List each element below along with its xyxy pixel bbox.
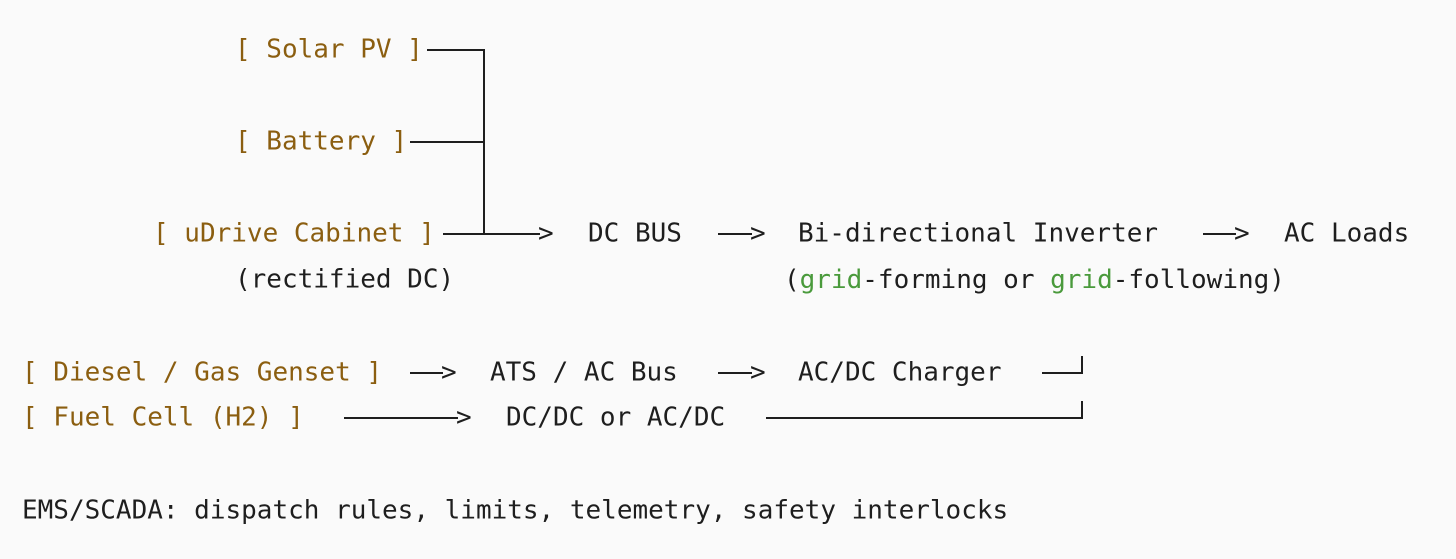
dcdc-connector: [766, 401, 1083, 419]
ats-to-charger-arrowhead: >: [750, 358, 766, 388]
inverter-note-open: (: [784, 265, 800, 295]
solar-pv-node: [ Solar PV ]: [235, 35, 423, 65]
inverter-note-forming-or: -forming or: [862, 265, 1050, 295]
ems-scada-description: EMS/SCADA: dispatch rules, limits, telem…: [22, 496, 1008, 526]
ats-bus-node: ATS / AC Bus: [490, 358, 678, 388]
inverter-note-keyword-grid-2: grid: [1050, 265, 1113, 295]
inverter-note-keyword-grid: grid: [800, 265, 863, 295]
inverter-mode-note: (grid-forming or grid-following): [784, 265, 1285, 295]
udrive-to-dcbus-arrowhead: >: [538, 219, 554, 249]
charger-connector: [1042, 356, 1083, 374]
udrive-cabinet-node: [ uDrive Cabinet ]: [153, 219, 435, 249]
genset-to-ats-arrowhead: >: [441, 358, 457, 388]
charger-node: AC/DC Charger: [798, 358, 1002, 388]
fuelcell-to-dcdc-arrowhead: >: [456, 403, 472, 433]
ac-loads-node: AC Loads: [1284, 219, 1409, 249]
fuel-cell-node: [ Fuel Cell (H2) ]: [22, 403, 304, 433]
dc-bus-node: DC BUS: [588, 219, 682, 249]
genset-node: [ Diesel / Gas Genset ]: [22, 358, 382, 388]
inverter-to-acloads-arrowhead: >: [1234, 219, 1250, 249]
dcdc-node: DC/DC or AC/DC: [506, 403, 725, 433]
solar-pv-connector: [427, 49, 485, 234]
battery-node: [ Battery ]: [235, 127, 407, 157]
inverter-note-following: -following): [1113, 265, 1285, 295]
inverter-node: Bi-directional Inverter: [798, 219, 1158, 249]
dcbus-to-inverter-arrowhead: >: [750, 219, 766, 249]
udrive-cabinet-note: (rectified DC): [235, 265, 454, 295]
